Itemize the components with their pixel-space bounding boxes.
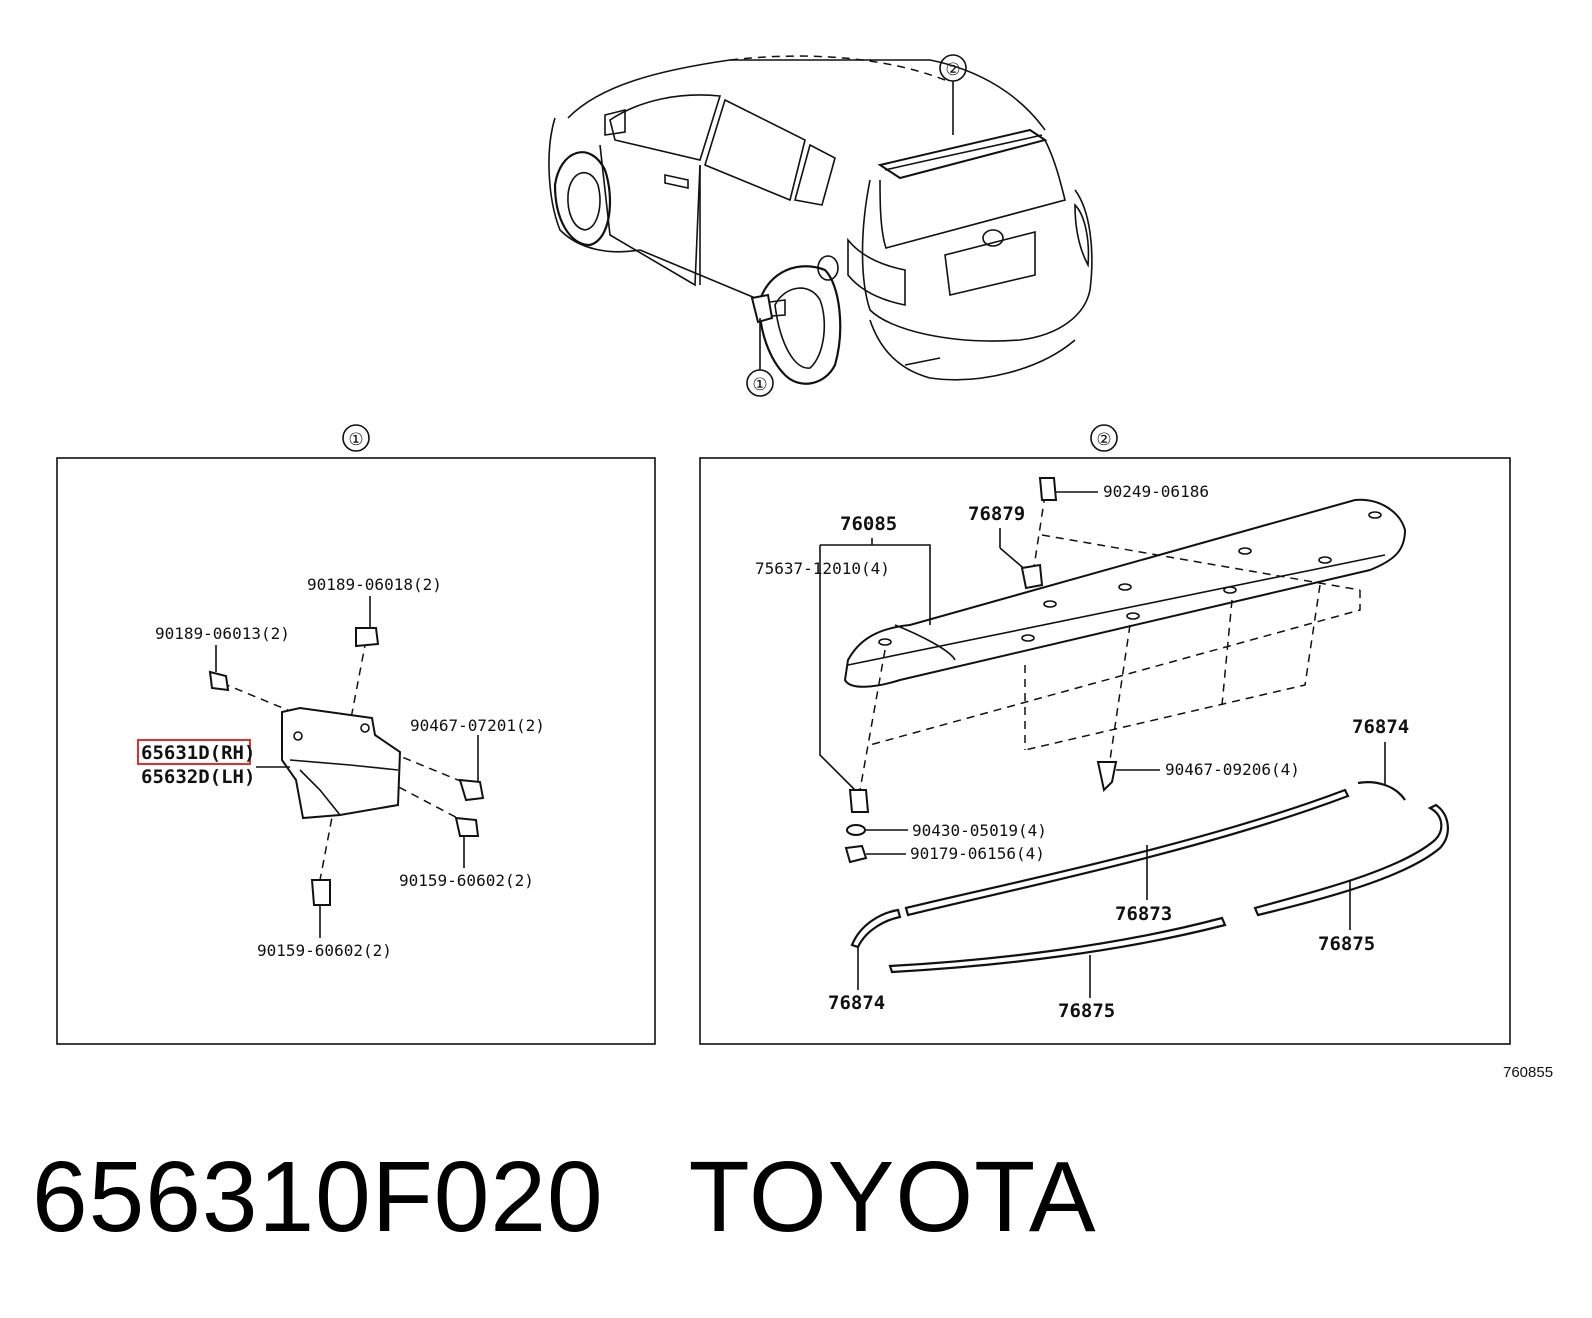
- label-76875-bottom: 76875: [1058, 1000, 1115, 1022]
- label-90159-60602-bottom: 90159-60602(2): [257, 941, 392, 960]
- seal-76874-left: [850, 908, 902, 949]
- label-90189-06013: 90189-06013(2): [155, 624, 290, 643]
- label-76873: 76873: [1115, 903, 1172, 925]
- seal-76873: [904, 788, 1350, 917]
- label-65632D-lh: 65632D(LH): [141, 766, 255, 788]
- label-76875-right: 76875: [1318, 933, 1375, 955]
- label-75637-12010: 75637-12010(4): [755, 559, 890, 578]
- label-90430-05019: 90430-05019(4): [912, 821, 1047, 840]
- section-one-frame: [56, 457, 656, 1045]
- section-two-frame: [699, 457, 1511, 1045]
- label-76879: 76879: [968, 503, 1025, 525]
- spoiler-part: [843, 498, 1407, 688]
- car-illustration: ② ①: [548, 54, 1093, 397]
- label-90249-06186: 90249-06186: [1103, 482, 1209, 501]
- label-76874-left: 76874: [828, 992, 885, 1014]
- mudguard-part: [281, 706, 402, 820]
- seal-76875-bottom: [888, 916, 1227, 974]
- footer-part-info: 656310F020 TOYOTA: [32, 1140, 1097, 1255]
- label-76874-top-right: 76874: [1352, 716, 1409, 738]
- label-90179-06156: 90179-06156(4): [910, 844, 1045, 863]
- diagram-reference-code: 760855: [1503, 1064, 1553, 1081]
- seal-76875-right: [1253, 803, 1449, 917]
- label-90467-07201: 90467-07201(2): [410, 716, 545, 735]
- footer-part-number: 656310F020: [32, 1141, 604, 1253]
- section-one-callout: ①: [348, 430, 363, 450]
- seal-76874-right: [1357, 781, 1406, 801]
- car-callout-one: ①: [752, 375, 767, 395]
- highlight-box-65631D: [137, 739, 251, 765]
- label-76085: 76085: [840, 513, 897, 535]
- section-two-spoiler: ② 76085 75637-12010(4) 76879: [699, 424, 1511, 1045]
- car-callout-two: ②: [945, 60, 960, 80]
- label-90467-09206: 90467-09206(4): [1165, 760, 1300, 779]
- label-90189-06018: 90189-06018(2): [307, 575, 442, 594]
- label-90159-60602-right: 90159-60602(2): [399, 871, 534, 890]
- section-one-mudguard: ① 90189-06018(2) 90189-06013(2) 90467-07…: [56, 424, 656, 1045]
- footer-brand: TOYOTA: [688, 1141, 1097, 1253]
- label-65631D-rh[interactable]: 65631D(RH): [141, 742, 255, 764]
- section-two-callout: ②: [1096, 430, 1111, 450]
